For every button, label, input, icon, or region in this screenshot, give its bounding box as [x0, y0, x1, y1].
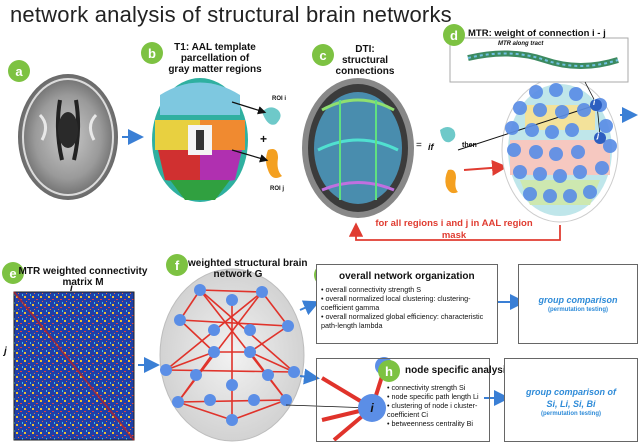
network-brain-f: [159, 268, 305, 442]
panel-b-title-2: parcellation of: [180, 53, 250, 64]
panel-i2-line3: (permutation testing): [541, 411, 601, 417]
panel-b-title-1: T1: AAL template: [174, 42, 256, 53]
then-label: then: [462, 142, 477, 149]
panel-h-list: connectivity strength Si node specific p…: [387, 383, 487, 428]
panel-e-title: MTR weighted connectivity matrix M: [18, 266, 148, 288]
mtr-nodes: [505, 83, 617, 203]
plus-sign: +: [260, 132, 268, 146]
panel-g-item: overall normalized global efficiency: ch…: [321, 312, 493, 330]
panel-i2-line1: group comparison of: [526, 387, 616, 397]
matrix-axis-i: i: [70, 283, 73, 294]
network-nodes: [160, 284, 300, 426]
panel-h-title: node specific analysis: [405, 365, 512, 376]
badge-h: h: [378, 360, 400, 382]
panel-b-title: T1: AAL template parcellation of gray ma…: [160, 42, 270, 75]
panel-h-item: betweenness centrality Bi: [387, 419, 487, 428]
panel-f-title: weighted structural brain network G: [188, 258, 318, 280]
roi-i-label: ROI i: [272, 96, 287, 102]
if-label: if: [428, 142, 434, 152]
badge-e: e: [2, 262, 24, 284]
panel-i1-line2: (permutation testing): [548, 307, 608, 313]
panel-b-title-3: gray matter regions: [168, 64, 262, 75]
roi-j-shape: [266, 149, 282, 178]
badge-c: c: [312, 44, 334, 66]
panel-c-title-3: connections: [335, 66, 395, 77]
badge-a: a: [8, 60, 30, 82]
panel-i2-box: group comparison of Si, Li, Si, Bi (perm…: [504, 358, 638, 442]
aal-template-b: [152, 78, 248, 202]
panel-f-title-2: network G: [213, 269, 263, 280]
brain-mri-a: [18, 74, 118, 200]
panel-h-item: connectivity strength Si: [387, 383, 487, 392]
panel-g-item: overall normalized local clustering: clu…: [321, 294, 493, 312]
page-title: network analysis of structural brain net…: [10, 2, 452, 27]
node-i-label: i: [593, 98, 596, 107]
badge-f: f: [166, 254, 188, 276]
panel-i1-line1: group comparison: [538, 295, 618, 305]
panel-g-item: overall connectivity strength S: [321, 285, 493, 294]
matrix-axis-j: j: [4, 346, 7, 357]
panel-h-box: node specific analysis connectivity stre…: [316, 358, 511, 442]
badge-b: b: [141, 42, 163, 64]
panel-i2-line2: Si, Li, Si, Bi: [546, 399, 596, 409]
panel-i1-box: group comparison (permutation testing): [518, 264, 638, 344]
panel-c-title-1: DTI:: [355, 44, 375, 55]
badge-d: d: [443, 24, 465, 46]
loop-note-2: mask: [441, 230, 467, 241]
node-i-circle: i: [358, 394, 386, 422]
panel-f-title-1: weighted structural brain: [188, 258, 308, 269]
panel-e-title-1: MTR weighted connectivity: [18, 266, 148, 277]
node-j-label: j: [597, 131, 600, 140]
loop-note: for all regions i and j in AAL region ma…: [366, 218, 542, 242]
panel-c-title: DTI: structural connections: [330, 44, 400, 77]
tract-label: MTR along tract: [498, 41, 544, 47]
panel-e-title-2: matrix M: [62, 277, 104, 288]
roi-i-shape: [262, 107, 281, 125]
panel-h-item: node specific path length Li: [387, 392, 487, 401]
panel-g-box: overall network organization overall con…: [316, 264, 498, 344]
panel-h-item: clustering of node i cluster-coefficient…: [387, 401, 487, 419]
equals-sign: =: [416, 140, 422, 151]
panel-d-title: MTR: weight of connection i - j: [468, 28, 606, 39]
panel-g-list: overall connectivity strength S overall …: [321, 285, 493, 330]
dti-brain-c: [302, 78, 414, 218]
panel-g-title: overall network organization: [339, 271, 475, 282]
panel-c-title-2: structural: [341, 55, 389, 66]
roi-j-label: ROI j: [270, 186, 285, 192]
loop-note-1: for all regions i and j in AAL region: [375, 218, 533, 229]
